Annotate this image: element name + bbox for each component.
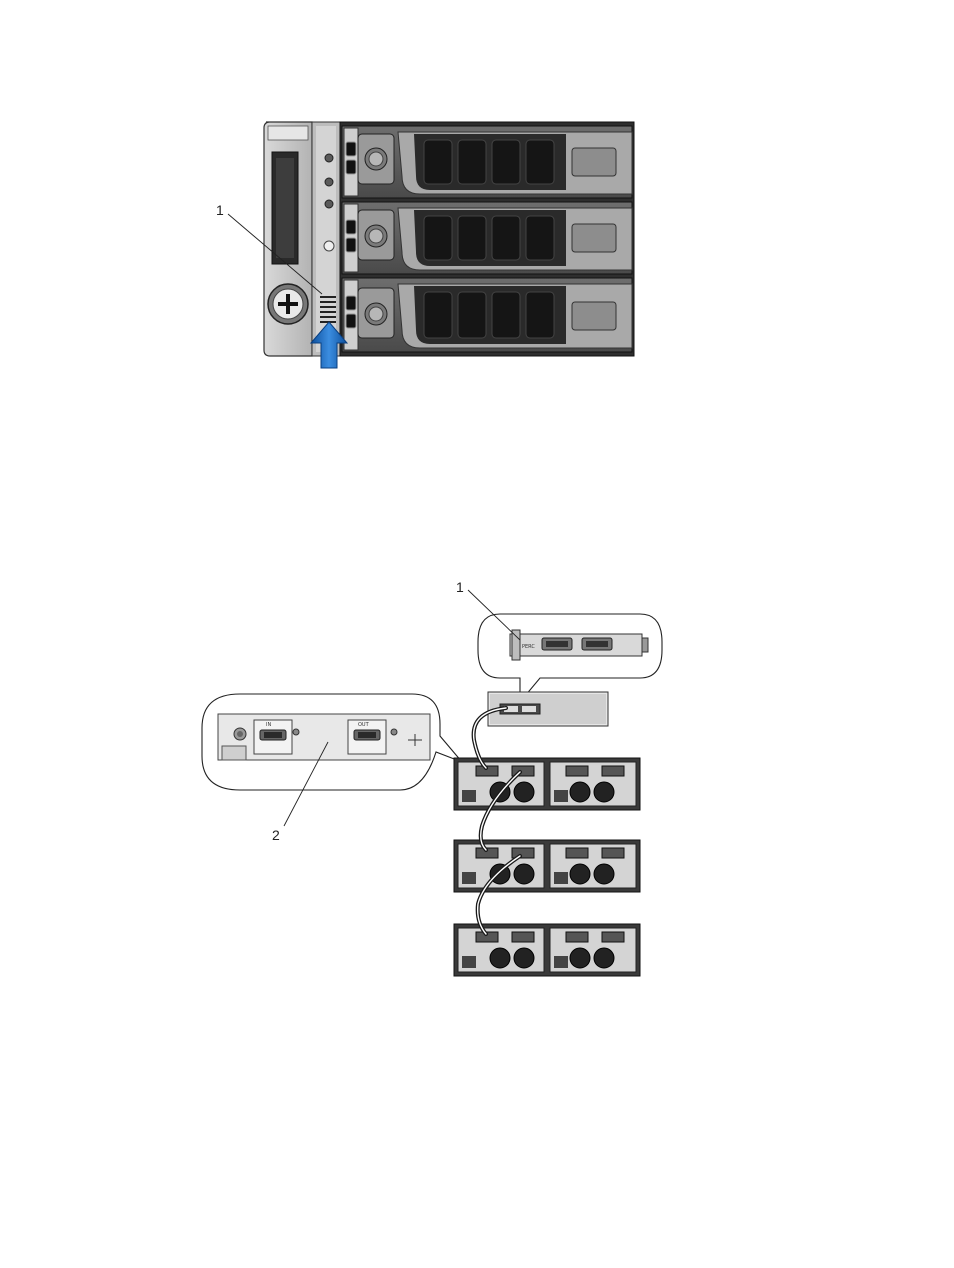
hba-card-detail: PERC	[478, 614, 662, 702]
emm-in-label: IN	[266, 722, 271, 728]
figure-2-callout-1: 1	[456, 580, 464, 594]
sas-cables	[474, 708, 520, 934]
emm-out-label: OUT	[358, 722, 370, 728]
figure-2-callout-2: 2	[272, 828, 280, 842]
hba-port-label: PERC	[522, 644, 535, 650]
emm-detail: IN OUT	[202, 694, 462, 790]
